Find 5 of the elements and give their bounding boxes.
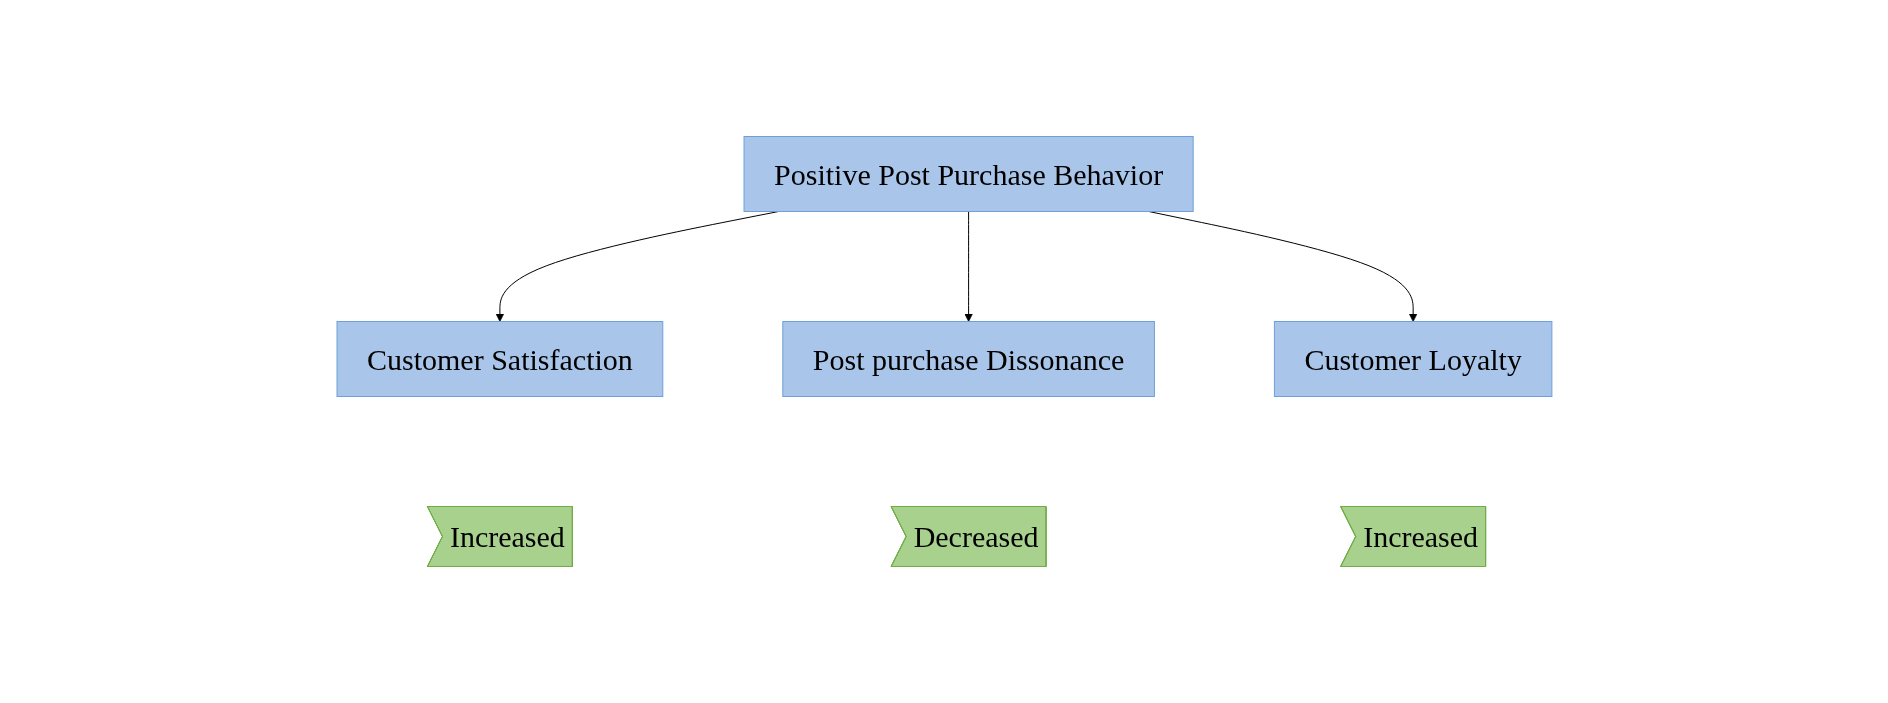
- arrow: [963, 211, 973, 322]
- node-box: Customer Loyalty: [1273, 321, 1552, 397]
- node-box: Positive Post Purchase Behavior: [743, 136, 1194, 212]
- node-box: Customer Satisfaction: [336, 321, 663, 397]
- node-box: Post purchase Dissonance: [781, 321, 1155, 397]
